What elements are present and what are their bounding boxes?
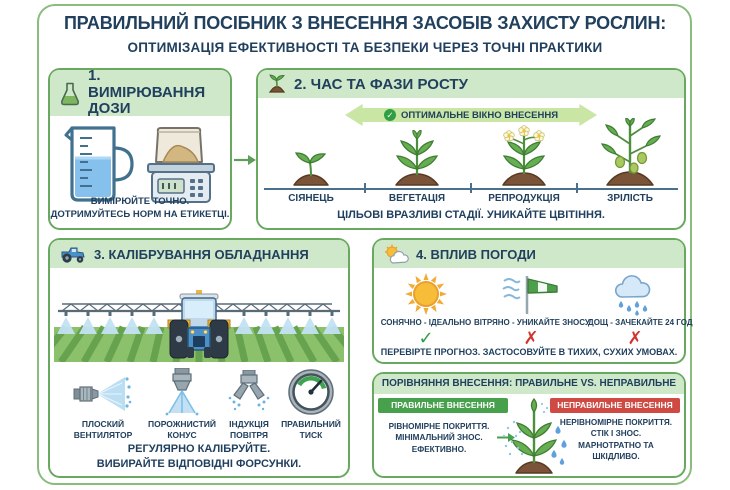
panel2-header: 2. ЧАС ТА ФАЗИ РОСТУ xyxy=(258,70,684,98)
panel-timing-growth: 2. ЧАС ТА ФАЗИ РОСТУ ✓ ОПТИМАЛЬНЕ ВІКНО … xyxy=(256,68,686,230)
correct-line2: МІНІМАЛЬНИЙ ЗНОС. xyxy=(395,433,483,443)
panel2-caption: ЦІЛЬОВІ ВРАЗЛИВІ СТАДІЇ. УНИКАЙТЕ ЦВІТІН… xyxy=(337,209,605,221)
seedling-icon xyxy=(267,74,287,94)
panel4-header: 4. ВПЛИВ ПОГОДИ xyxy=(374,240,684,268)
panel4-title: 4. ВПЛИВ ПОГОДИ xyxy=(416,246,536,262)
hollow-cone-nozzle-icon xyxy=(144,366,220,416)
nozzle-label-line2: ТИСК xyxy=(299,429,323,440)
outer-frame xyxy=(37,4,692,485)
plant-stage-reproduction-icon xyxy=(492,124,556,193)
weather-sunny: СОНЯЧНО - ІДЕАЛЬНО ✓ xyxy=(376,272,476,348)
panel1-caption-line1: ВИМІРЮЙТЕ ТОЧНО. xyxy=(90,196,190,208)
panel3-caption-line2: ВИБИРАЙТЕ ВІДПОВІДНІ ФОРСУНКИ. xyxy=(96,457,302,470)
nozzle-label-line2: КОНУС xyxy=(167,429,197,440)
plant-stage-vegetation-icon xyxy=(387,129,447,193)
check-circle-icon: ✓ xyxy=(383,109,396,121)
x-mark-icon: ✗ xyxy=(523,328,539,348)
weather-rain: ДОЩ - ЗАЧЕКАЙТЕ 24 ГОД ✗ xyxy=(588,272,693,348)
page-subtitle: ОПТИМІЗАЦІЯ ЕФЕКТИВНОСТІ ТА БЕЗПЕКИ ЧЕРЕ… xyxy=(127,40,603,55)
incorrect-application-badge: НЕПРАВИЛЬНЕ ВНЕСЕННЯ xyxy=(550,398,680,413)
scale-with-bag-icon xyxy=(142,124,220,211)
stage-label-reproduction: РЕПРОДУКЦІЯ xyxy=(488,193,560,204)
panel1-header: 1. ВИМІРЮВАННЯ ДОЗИ xyxy=(50,66,230,118)
stage-label-seedling: СІЯНЕЦЬ xyxy=(288,193,334,204)
timeline-tick xyxy=(576,183,578,193)
page-title: ПРАВИЛЬНИЙ ПОСІБНИК З ВНЕСЕННЯ ЗАСОБІВ З… xyxy=(63,13,667,33)
panel3-caption: РЕГУЛЯРНО КАЛІБРУЙТЕ. ВИБИРАЙТЕ ВІДПОВІД… xyxy=(50,442,348,472)
panel1-caption-line2: ДОТРИМУЙТЕСЬ НОРМ НА ЕТИКЕТЦІ. xyxy=(50,209,230,221)
incorrect-line1: НЕРІВНОМІРНЕ ПОКРИТТЯ. xyxy=(559,418,673,427)
comparison-plant-icon xyxy=(490,397,578,481)
panel4-caption: ПЕРЕВІРТЕ ПРОГНОЗ. ЗАСТОСОВУЙТЕ В ТИХИХ,… xyxy=(380,347,678,357)
incorrect-application-text: НЕРІВНОМІРНЕ ПОКРИТТЯ. СТІК І ЗНОС. МАРН… xyxy=(550,417,682,463)
comparison-title: ПОРІВНЯННЯ ВНЕСЕННЯ: ПРАВИЛЬНЕ VS. НЕПРА… xyxy=(374,374,684,394)
nozzle-label-line2: ПОВІТРЯ xyxy=(230,429,268,440)
incorrect-line2: СТІК І ЗНОС. xyxy=(590,429,642,439)
windsock-icon xyxy=(474,272,588,316)
correct-application-badge: ПРАВИЛЬНЕ ВНЕСЕННЯ xyxy=(378,398,508,413)
x-mark-icon: ✗ xyxy=(627,328,643,348)
nozzle-label-line1: ПЛОСКИЙ xyxy=(81,419,125,429)
weather-label-rain: ДОЩ - ЗАЧЕКАЙТЕ 24 ГОД xyxy=(588,318,693,327)
optimal-window-banner: ✓ ОПТИМАЛЬНЕ ВІКНО ВНЕСЕННЯ xyxy=(345,104,597,126)
nozzle-label-line1: ІНДУКЦІЯ xyxy=(229,419,269,429)
panel3-title: 3. КАЛІБРУВАННЯ ОБЛАДНАННЯ xyxy=(94,246,309,262)
panel-comparison: ПОРІВНЯННЯ ВНЕСЕННЯ: ПРАВИЛЬНЕ VS. НЕПРА… xyxy=(372,372,686,478)
timeline-tick xyxy=(364,183,366,193)
pressure-gauge-icon xyxy=(278,366,344,416)
nozzle-label-line1: ПОРОЖНИСТИЙ xyxy=(147,419,217,429)
correct-application-text: РІВНОМІРНЕ ПОКРИТТЯ. МІНІМАЛЬНИЙ ЗНОС. Е… xyxy=(376,421,502,455)
optimal-window-label: ОПТИМАЛЬНЕ ВІКНО ВНЕСЕННЯ xyxy=(400,109,559,121)
correct-line3: ЕФЕКТИВНО. xyxy=(411,444,467,454)
sun-cloud-icon xyxy=(383,244,409,264)
weather-windy: ВІТРЯНО - УНИКАЙТЕ ЗНОСУ ✗ xyxy=(474,272,590,348)
sprayer-illustration xyxy=(35,270,363,367)
correct-line1: РІВНОМІРНЕ ПОКРИТТЯ. xyxy=(388,422,490,431)
nozzle-label-line2: ВЕНТИЛЯТОР xyxy=(73,429,133,440)
panel-equipment-calibration: 3. КАЛІБРУВАННЯ ОБЛАДНАННЯ xyxy=(35,238,363,478)
stage-label-vegetation: ВЕГЕТАЦІЯ xyxy=(388,193,446,204)
sun-icon xyxy=(376,272,476,316)
nozzle-hollow-cone: ПОРОЖНИСТИЙ КОНУС xyxy=(144,366,220,440)
measuring-jug-icon xyxy=(62,122,138,211)
rain-cloud-icon xyxy=(588,272,682,316)
nozzle-label-line1: ПРАВИЛЬНИЙ xyxy=(281,419,341,429)
incorrect-line4: ШКІДЛИВО. xyxy=(592,452,640,462)
panel-weather-impact: 4. ВПЛИВ ПОГОДИ xyxy=(372,238,693,364)
stage-label-maturity: ЗРІЛІСТЬ xyxy=(607,193,653,204)
nozzle-air-induction: ІНДУКЦІЯ ПОВІТРЯ xyxy=(220,366,278,440)
panel-dose-measurement: 1. ВИМІРЮВАННЯ ДОЗИ xyxy=(48,66,232,230)
panel1-title: 1. ВИМІРЮВАННЯ ДОЗИ xyxy=(88,66,206,118)
panel3-header: 3. КАЛІБРУВАННЯ ОБЛАДНАННЯ xyxy=(50,240,348,268)
timeline-tick xyxy=(470,183,472,193)
plant-stage-seedling-icon xyxy=(288,150,334,193)
air-induction-nozzle-icon xyxy=(220,366,278,416)
flow-arrow-icon xyxy=(233,152,257,173)
tractor-icon xyxy=(59,245,87,264)
nozzle-pressure: ПРАВИЛЬНИЙ ТИСК xyxy=(278,366,344,440)
comparison-arrow-icon xyxy=(496,431,516,449)
plant-stage-maturity-icon xyxy=(594,117,666,193)
panel2-title: 2. ЧАС ТА ФАЗИ РОСТУ xyxy=(294,75,468,93)
check-mark-icon: ✓ xyxy=(418,328,434,348)
incorrect-line3: МАРНОТРАТНО ТА xyxy=(578,440,654,450)
panel3-caption-line1: РЕГУЛЯРНО КАЛІБРУЙТЕ. xyxy=(127,443,271,455)
panel1-caption: ВИМІРЮЙТЕ ТОЧНО. ДОТРИМУЙТЕСЬ НОРМ НА ЕТ… xyxy=(50,196,230,222)
flat-fan-nozzle-icon xyxy=(62,366,144,416)
weather-label-sunny: СОНЯЧНО - ІДЕАЛЬНО xyxy=(380,318,472,327)
weather-label-windy: ВІТРЯНО - УНИКАЙТЕ ЗНОСУ xyxy=(474,318,590,327)
nozzle-flat-fan: ПЛОСКИЙ ВЕНТИЛЯТОР xyxy=(62,366,144,440)
flask-icon xyxy=(59,81,81,106)
